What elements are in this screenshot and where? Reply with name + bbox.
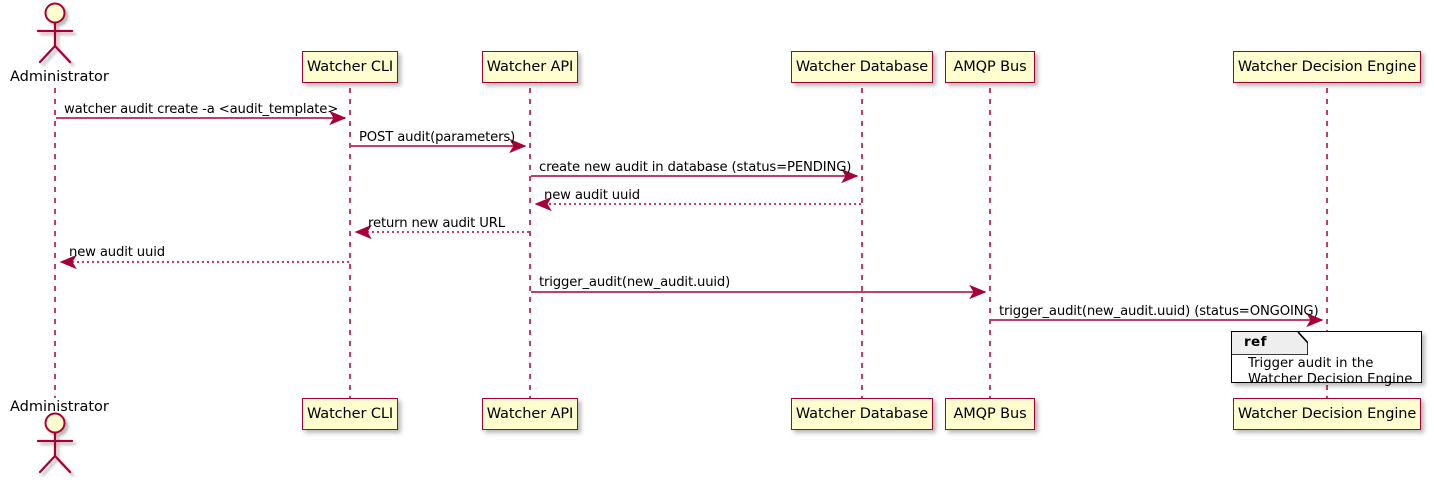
actor-label-administrator-bottom: Administrator: [10, 399, 109, 415]
participant-box-watcher-api-bottom[interactable]: Watcher API: [482, 398, 578, 430]
ref-fragment-line-2: Watcher Decision Engine: [1248, 372, 1413, 387]
message-label-7: trigger_audit(new_audit.uuid): [539, 275, 731, 290]
participant-box-watcher-decision-engine-bottom[interactable]: Watcher Decision Engine: [1233, 398, 1421, 430]
message-arrows: [56, 110, 1324, 328]
participant-box-watcher-cli-bottom[interactable]: Watcher CLI: [302, 398, 398, 430]
lifelines: [54, 88, 1328, 398]
message-label-8: trigger_audit(new_audit.uuid) (status=ON…: [999, 304, 1319, 319]
ref-fragment: ref Trigger audit in the Watcher Decisio…: [1231, 331, 1422, 387]
actor-administrator-top-icon: [36, 2, 74, 64]
message-label-6: new audit uuid: [69, 245, 165, 260]
participant-box-watcher-database-top[interactable]: Watcher Database: [791, 51, 933, 83]
participant-box-amqp-bus-bottom[interactable]: AMQP Bus: [945, 398, 1035, 430]
participant-box-watcher-api-top[interactable]: Watcher API: [482, 51, 578, 83]
participant-box-watcher-cli-top[interactable]: Watcher CLI: [302, 51, 398, 83]
ref-fragment-line-1: Trigger audit in the: [1248, 356, 1374, 371]
participant-box-watcher-decision-engine-top[interactable]: Watcher Decision Engine: [1233, 51, 1421, 83]
participant-box-watcher-database-bottom[interactable]: Watcher Database: [791, 398, 933, 430]
ref-tab-shape: [1232, 332, 1308, 355]
message-label-4: new audit uuid: [544, 188, 640, 203]
actor-administrator-bottom-icon: [36, 412, 74, 474]
message-label-2: POST audit(parameters): [359, 130, 516, 145]
actor-label-administrator-top: Administrator: [10, 69, 109, 85]
message-label-5: return new audit URL: [368, 216, 505, 231]
ref-fragment-body: Trigger audit in the Watcher Decision En…: [1248, 356, 1412, 388]
participant-box-amqp-bus-top[interactable]: AMQP Bus: [945, 51, 1035, 83]
message-label-1: watcher audit create -a <audit_template>: [64, 102, 339, 117]
message-label-3: create new audit in database (status=PEN…: [539, 160, 852, 175]
ref-fragment-title: ref: [1244, 334, 1267, 350]
